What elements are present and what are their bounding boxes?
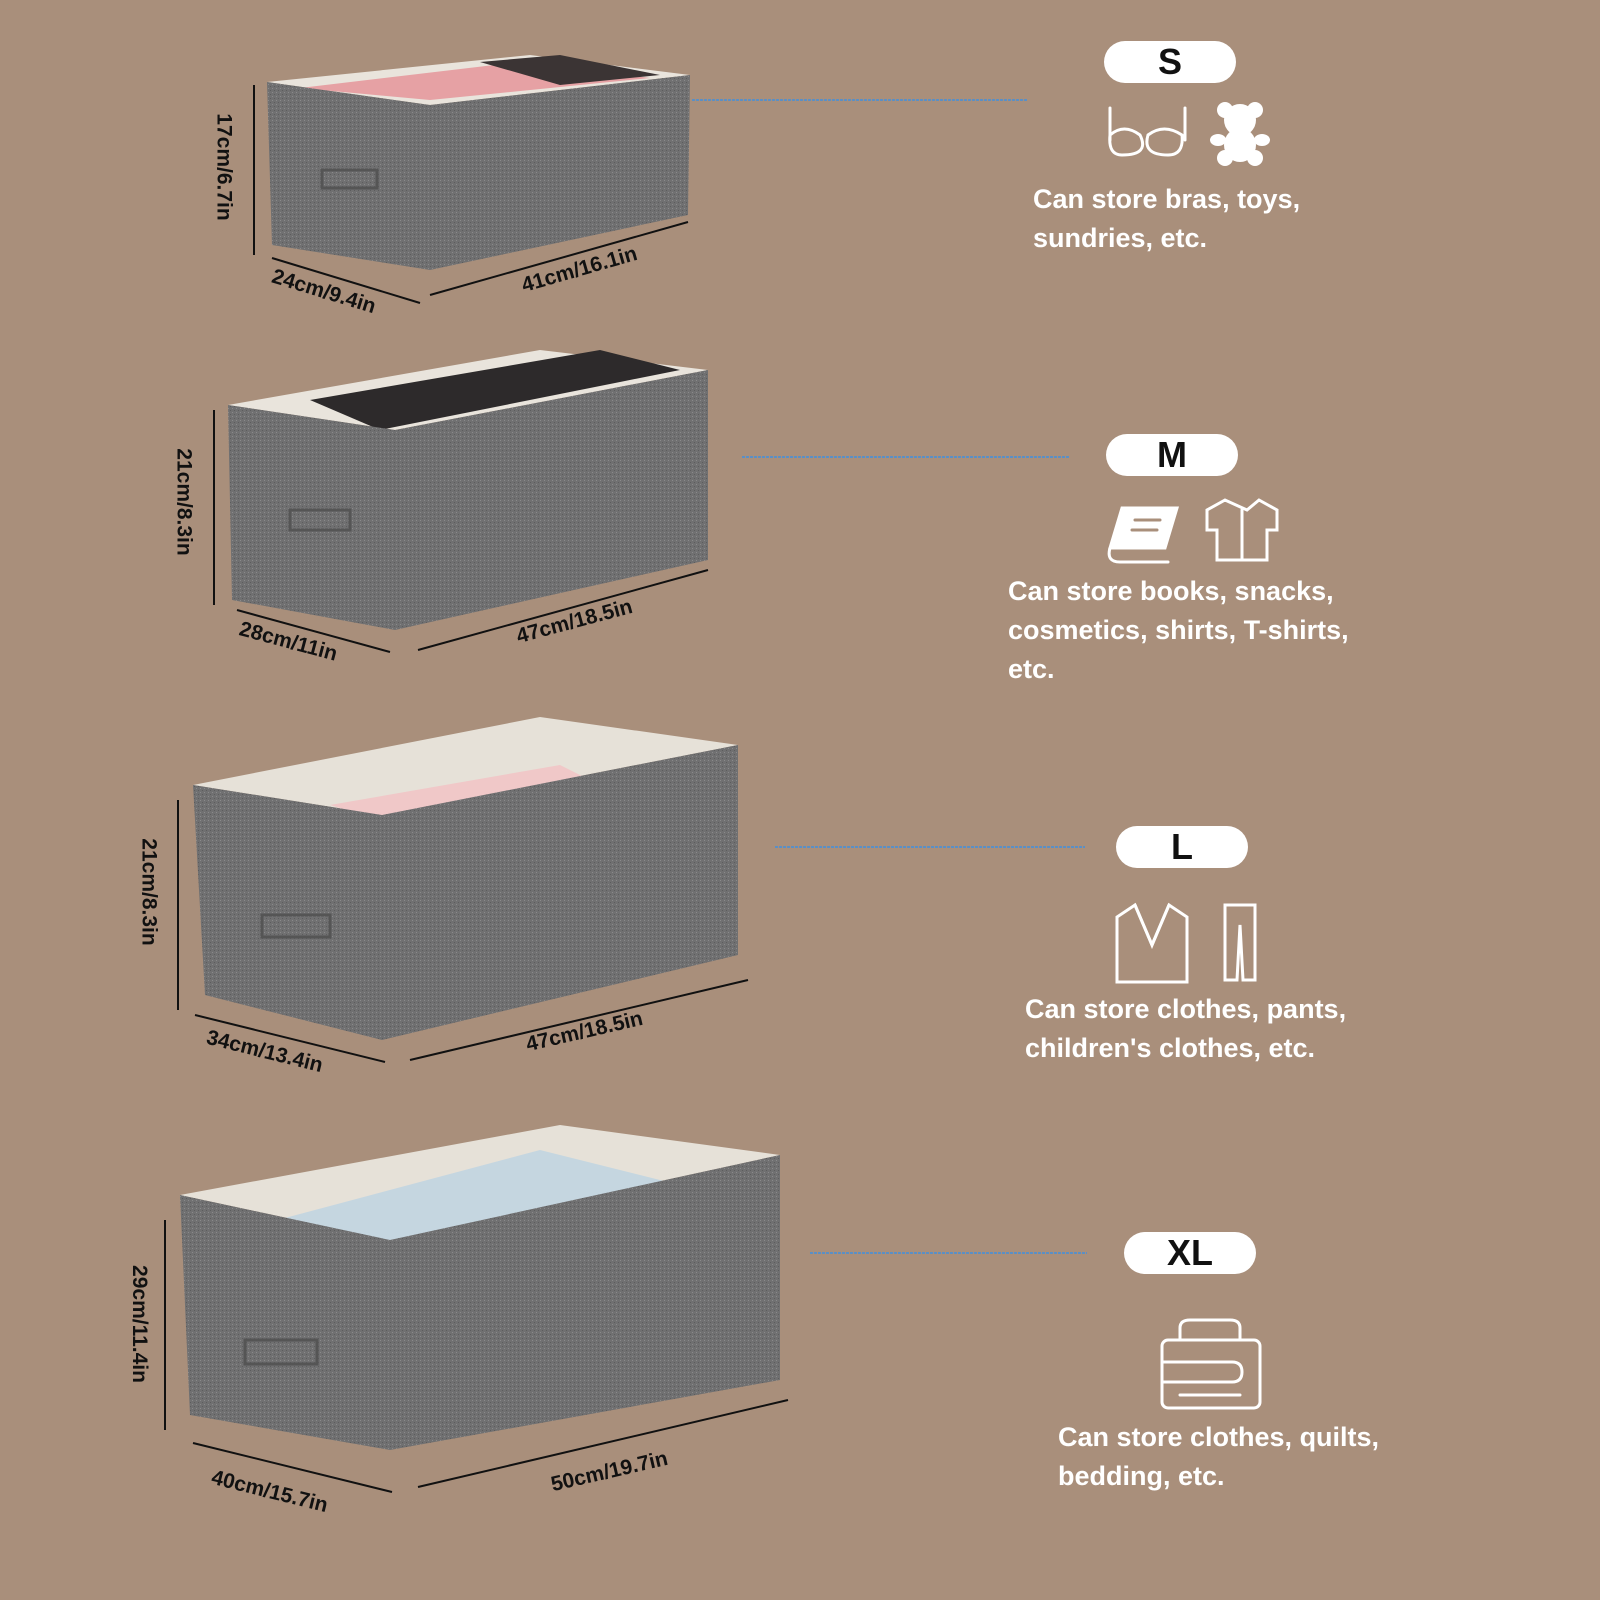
height-label-m: 21cm/8.3in <box>172 448 196 556</box>
description-s: Can store bras, toys, sundries, etc. <box>1033 184 1301 253</box>
size-badge-l: L <box>1116 826 1248 868</box>
size-badge-xl: XL <box>1124 1232 1256 1274</box>
height-label-l: 21cm/8.3in <box>137 838 161 946</box>
storage-box-m <box>228 350 708 630</box>
height-label-xl: 29cm/11.4in <box>127 1265 151 1383</box>
folded-bedding-icon <box>1160 1318 1262 1410</box>
teddy-bear-icon <box>1210 102 1270 166</box>
description-m: Can store books, snacks, cosmetics, shir… <box>1008 576 1349 684</box>
suit-jacket-icon <box>1115 902 1189 984</box>
description-xl: Can store clothes, quilts, bedding, etc. <box>1058 1422 1380 1491</box>
dimension-lines <box>164 85 789 1493</box>
storage-box-s <box>267 55 690 270</box>
book-icon <box>1107 506 1180 564</box>
shirt-icon <box>1205 498 1279 562</box>
connector-lines <box>692 99 1087 1254</box>
pants-icon <box>1223 903 1257 982</box>
height-label-s: 17cm/6.7in <box>212 113 236 221</box>
bra-icon <box>1108 106 1187 157</box>
description-l: Can store clothes, pants, children's clo… <box>1025 994 1347 1063</box>
storage-box-l <box>193 717 738 1040</box>
size-badge-s: S <box>1104 41 1236 83</box>
storage-box-xl <box>180 1125 780 1450</box>
size-badge-m: M <box>1106 434 1238 476</box>
